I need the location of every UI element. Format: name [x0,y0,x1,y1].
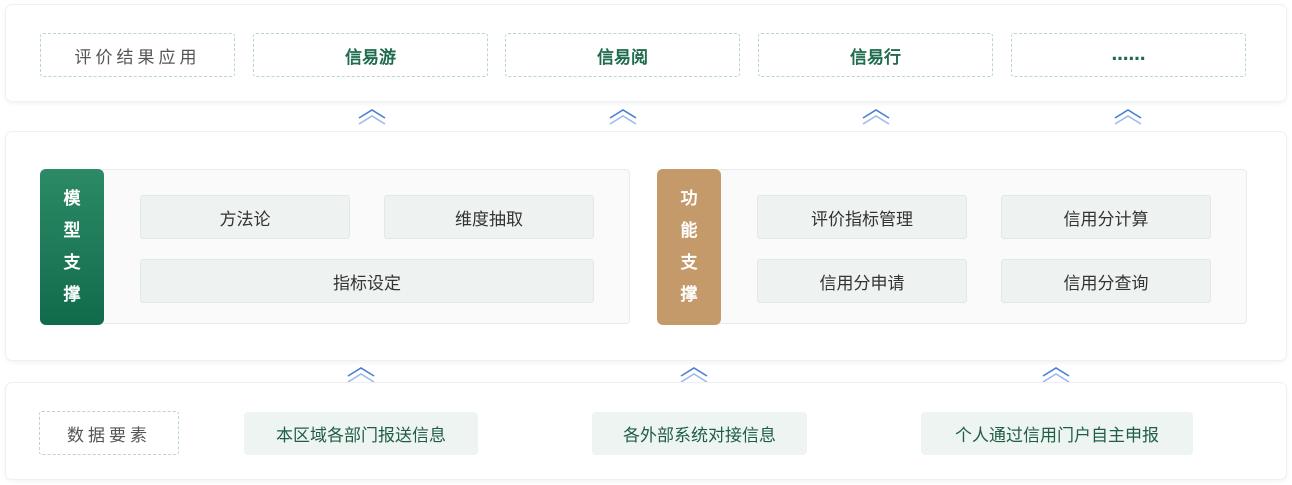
function-item-score-query: 信用分查询 [1001,259,1211,303]
model-item-methodology: 方法论 [140,195,350,239]
function-item-score-apply: 信用分申请 [757,259,967,303]
function-support-tag: 功 能 支 撑 [657,169,721,325]
tag-char: 支 [680,253,698,273]
tag-char: 支 [63,253,81,273]
data-layer: 数据要素 本区域各部门报送信息 各外部系统对接信息 个人通过信用门户自主申报 [6,383,1286,479]
application-label: 评价结果应用 [40,33,235,77]
source-region-departments: 本区域各部门报送信息 [244,412,478,455]
support-layer: 模 型 支 撑 方法论 维度抽取 指标设定 功 能 支 撑 评价指标管理 信用分… [6,132,1286,360]
function-item-index-mgmt: 评价指标管理 [757,195,967,239]
source-external-systems: 各外部系统对接信息 [592,412,807,455]
up-arrow-icon [347,367,375,383]
up-arrow-icon [1114,109,1142,125]
application-layer: 评价结果应用 信易游 信易阅 信易行 …… [6,5,1286,101]
model-support-tag: 模 型 支 撑 [40,169,104,325]
tag-char: 能 [680,221,698,241]
tag-char: 功 [680,189,698,209]
tag-char: 撑 [680,285,698,305]
up-arrow-icon [680,367,708,383]
up-arrow-icon [358,109,386,125]
source-personal-declaration: 个人通过信用门户自主申报 [921,412,1193,455]
function-item-score-calc: 信用分计算 [1001,195,1211,239]
app-xinyiyou: 信易游 [253,33,488,77]
up-arrow-icon [862,109,890,125]
model-item-indicator: 指标设定 [140,259,594,303]
up-arrow-icon [609,109,637,125]
tag-char: 型 [63,221,81,241]
up-arrow-icon [1042,367,1070,383]
function-support-box: 功 能 支 撑 评价指标管理 信用分计算 信用分申请 信用分查询 [657,169,1247,325]
app-more: …… [1011,33,1246,77]
tag-char: 模 [63,189,81,209]
app-xinyiyue: 信易阅 [505,33,740,77]
model-support-box: 模 型 支 撑 方法论 维度抽取 指标设定 [40,169,630,325]
model-item-dimension: 维度抽取 [384,195,594,239]
app-xinyixing: 信易行 [758,33,993,77]
data-elements-label: 数据要素 [39,411,179,455]
tag-char: 撑 [63,285,81,305]
